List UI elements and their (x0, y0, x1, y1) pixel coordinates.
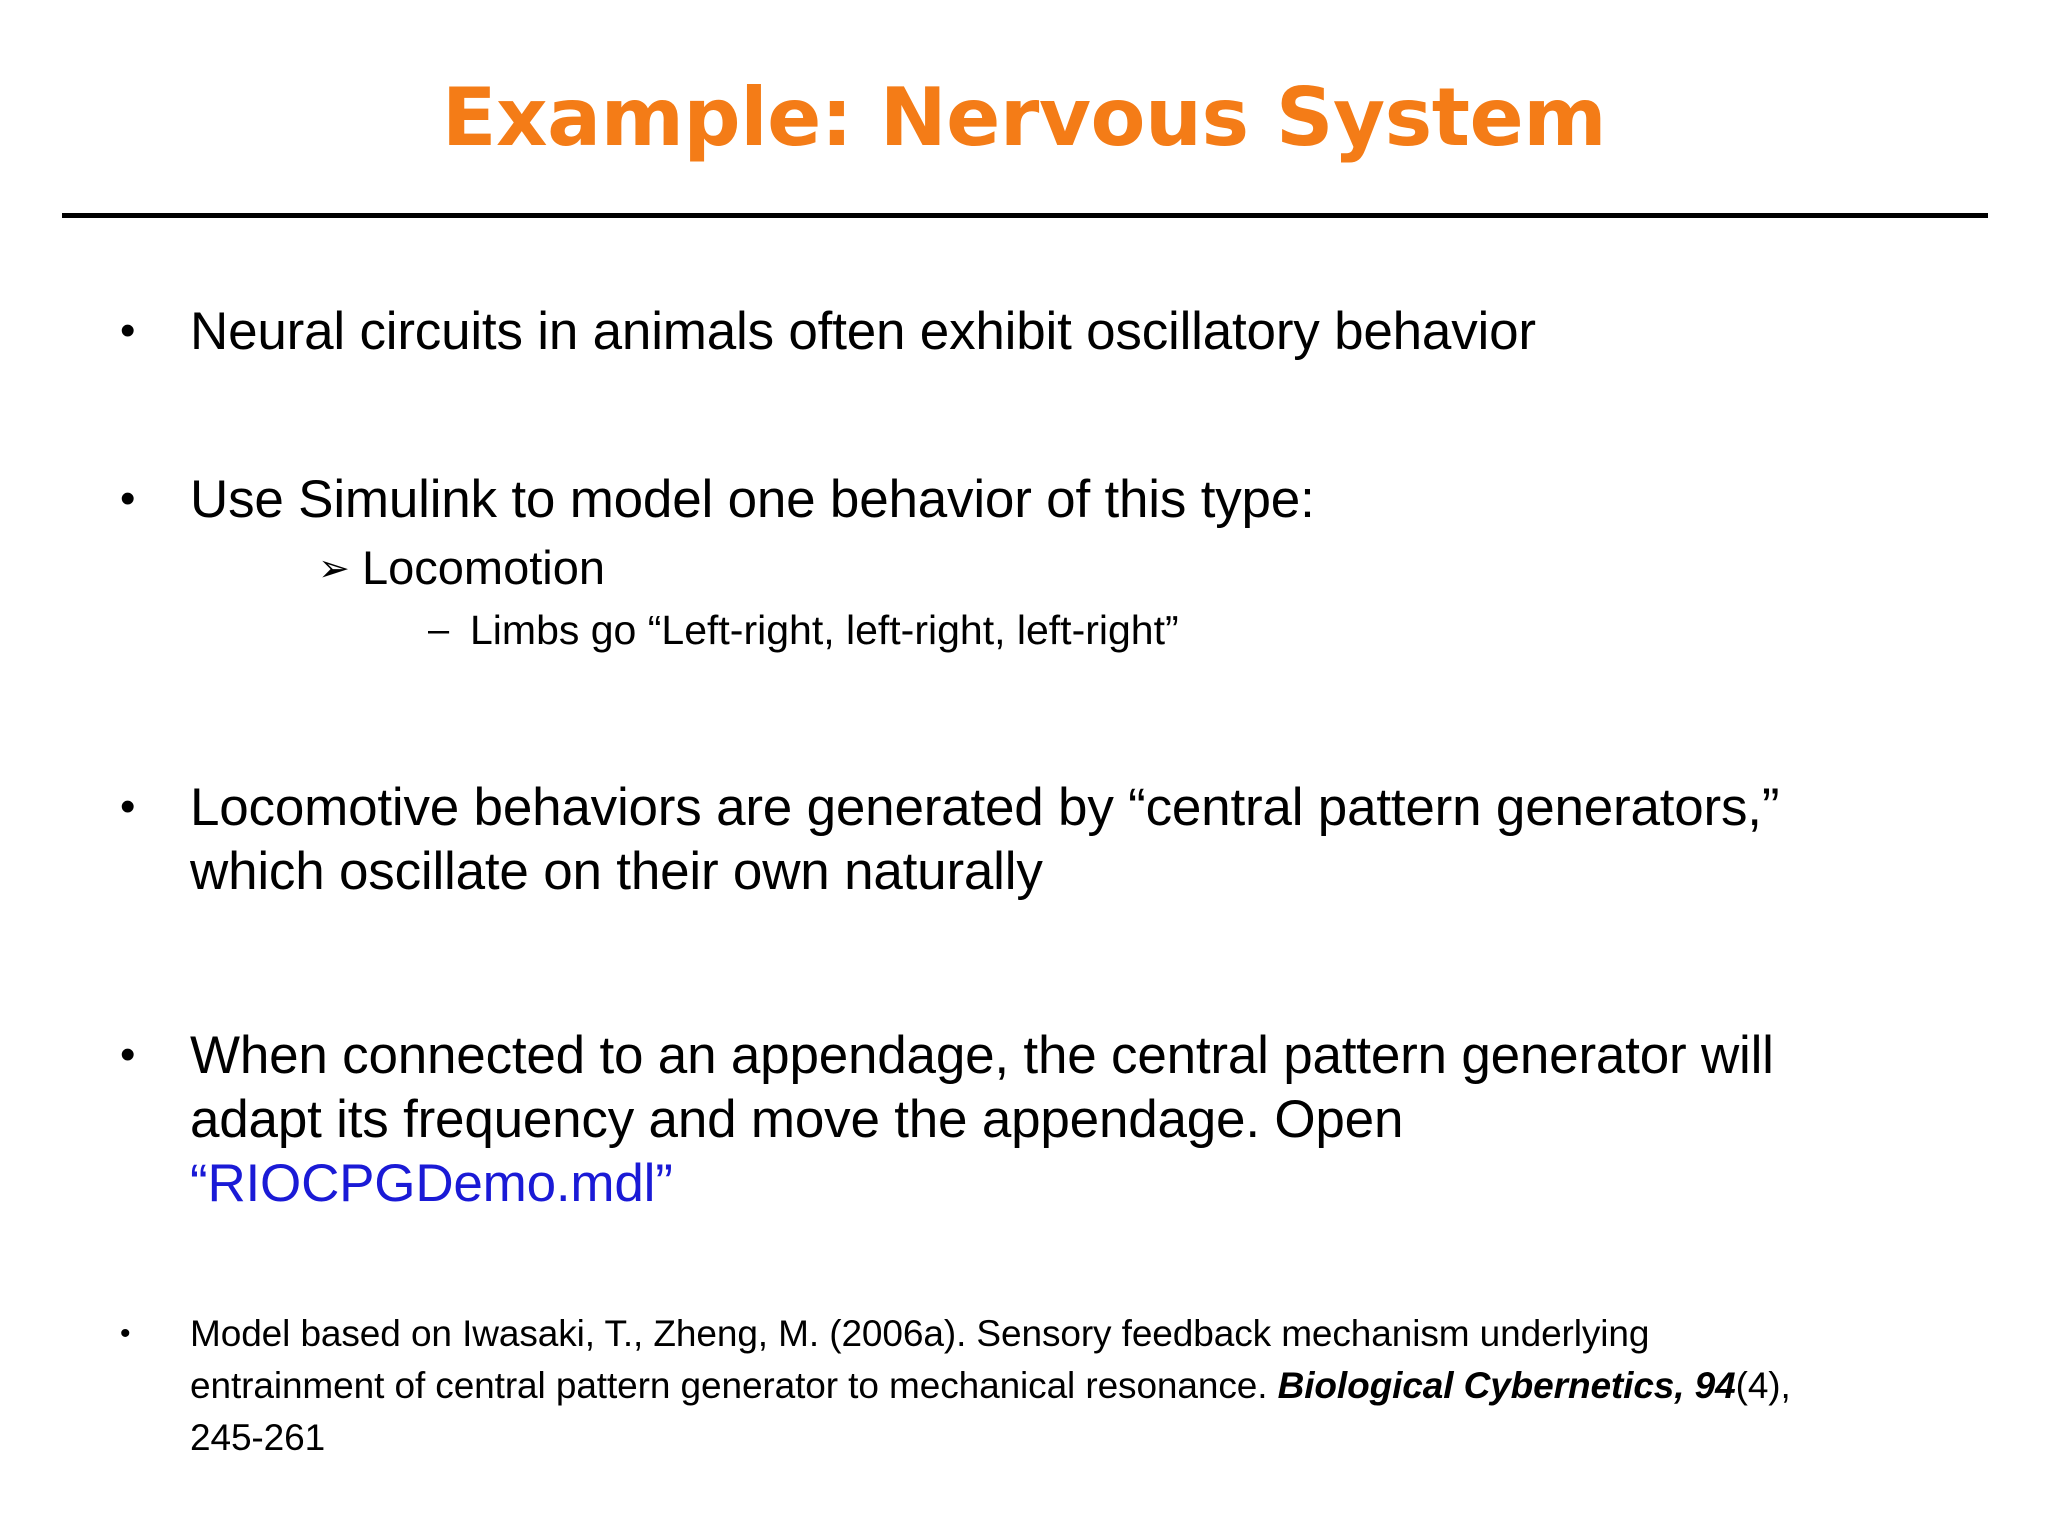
arrow-bullet-icon: ➢ (318, 546, 350, 590)
sub-sub-bullet-item-limbs: – Limbs go “Left-right, left-right, left… (0, 604, 2048, 656)
slide-body: • Neural circuits in animals often exhib… (0, 300, 2048, 1464)
sub-bullet-text: Locomotion (362, 541, 605, 594)
bullet-dot-icon: • (120, 1030, 136, 1079)
sub-bullet-item-locomotion: ➢ Locomotion (0, 540, 2048, 596)
sub-sub-bullet-text: Limbs go “Left-right, left-right, left-r… (470, 607, 1179, 653)
page-title: Example: Nervous System (441, 71, 1607, 164)
model-file-link[interactable]: “RIOCPGDemo.mdl” (190, 1154, 673, 1213)
bullet-text: When connected to an appendage, the cent… (190, 1024, 1810, 1216)
bullet-text: Use Simulink to model one behavior of th… (190, 470, 1315, 529)
spacer (0, 950, 2048, 1024)
bullet-dot-icon: • (120, 782, 136, 831)
bullet-text: Locomotive behaviors are generated by “c… (190, 778, 1780, 901)
dash-bullet-icon: – (428, 609, 450, 651)
bullet-item-when-connected: • When connected to an appendage, the ce… (0, 1024, 2048, 1216)
bullet-dot-icon: • (120, 1317, 131, 1350)
bullet-item-locomotive-behaviors: • Locomotive behaviors are generated by … (0, 776, 2048, 904)
bullet-item-use-simulink: • Use Simulink to model one behavior of … (0, 468, 2048, 532)
bullet-item-citation: • Model based on Iwasaki, T., Zheng, M. … (0, 1308, 2048, 1464)
bullet-dot-icon: • (120, 306, 136, 355)
citation-part-two: (4), 245-261 (190, 1365, 1791, 1458)
spacer (0, 410, 2048, 468)
title-area: Example: Nervous System (0, 78, 2048, 158)
bullet-text: Neural circuits in animals often exhibit… (190, 302, 1536, 361)
spacer (0, 1216, 2048, 1274)
spacer (0, 702, 2048, 776)
citation-part-one: Model based on Iwasaki, T., Zheng, M. (2… (190, 1313, 1650, 1406)
citation-journal-name: Biological Cybernetics, 94 (1277, 1365, 1736, 1406)
title-divider (62, 213, 1988, 218)
bullet-dot-icon: • (120, 474, 136, 523)
citation-text: Model based on Iwasaki, T., Zheng, M. (2… (190, 1308, 1800, 1464)
bullet-text-lead: When connected to an appendage, the cent… (190, 1026, 1774, 1149)
bullet-item-neural-circuits: • Neural circuits in animals often exhib… (0, 300, 2048, 364)
